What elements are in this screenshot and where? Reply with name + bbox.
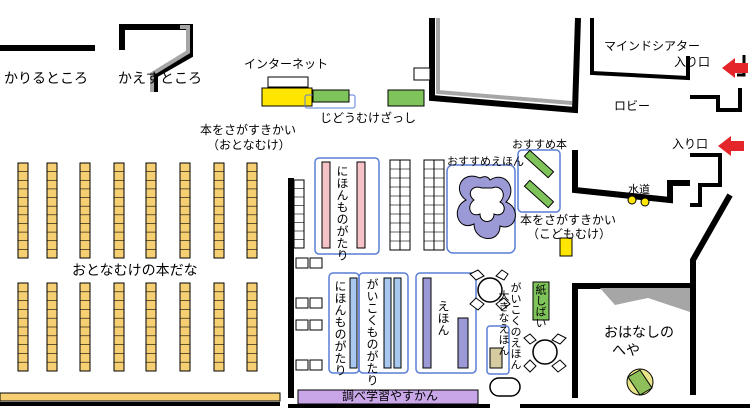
wall-lobby-top [429,17,581,114]
story-room-label: おはなしの [604,325,674,341]
foreign-shelf-2 [393,277,402,369]
mind-theater-entrance-label: 入り口 [674,55,711,69]
story-room-corner [600,288,690,312]
foreign-stories-area [358,272,409,374]
oval-table [489,377,521,397]
white-shelves [293,159,445,251]
japanese-shelf-1 [321,161,331,249]
entrance-label: 入り口 [672,137,709,151]
adult-shelves [17,162,258,372]
recommended-books-area [517,149,561,213]
foreign-picture-books-label: がいこくのえほん [509,282,522,370]
internet-pc [261,87,313,107]
story-room-label-2: へや [612,343,640,359]
wall-right-diagonal [690,193,733,395]
small-table [413,67,431,81]
adult-shelf [145,162,157,259]
adult-search-label-2: （おとなむけ） [207,138,291,152]
child-search-label: 本をさがすきかい [520,213,617,227]
water-fountain-label: 水道 [628,183,650,196]
wall-water [572,150,690,204]
child-search-label-2: （こどもむけ） [527,227,612,241]
recommended-picture-shelf [456,175,516,239]
entrance-arrow-icon [718,136,744,156]
adult-search-label: 本をさがすきかい [200,123,297,137]
mind-theater-label: マインドシアター [604,39,701,53]
table-2 [523,333,567,373]
water-fountain-1 [627,195,637,205]
adult-shelf [213,162,225,259]
big-picture-area [486,325,510,375]
adult-shelf [246,162,258,259]
internet-label: インターネット [244,57,329,71]
picture-shelf-1 [422,277,432,369]
foreign-shelf-1 [383,277,392,369]
japanese-stories-label: にほんものがたり [335,165,349,261]
pc-monitor [267,76,309,88]
study-room-bar [297,389,479,405]
borrow-place-label: かえすところ [118,71,202,87]
big-picture-shelf [489,347,503,369]
magazine-rack-2 [387,89,425,107]
wall-theater-right [737,55,746,77]
wall-entrance-bottom [690,153,722,207]
theater-arrow-icon [722,58,748,78]
adult-shelf [113,162,125,259]
japanese-stories-area [314,157,380,255]
water-fountain-2 [640,197,650,207]
recommended-rack-1 [523,149,555,179]
wall-shelf-divider [288,178,294,398]
adult-shelf [79,162,91,259]
recommended-rack-2 [523,179,555,209]
foreign-stories-label: がいこくものがたり [365,278,379,386]
wall-lobby-inner [436,18,573,105]
recommended-picture-area [446,164,516,254]
magazine-rack-1 [312,89,350,103]
children-magazines-label: じどうむけざっし [320,111,417,125]
adult-shelf [179,162,191,259]
lobby-label: ロビー [614,99,651,113]
recommended-picture-label: おすすめえほん [447,155,524,168]
child-search-pc [559,237,573,257]
wall-story-room [572,283,690,398]
picture-books-area [415,272,477,374]
story-room-mat [626,368,654,396]
recommended-books-label: おすすめ本 [512,138,567,151]
japanese-stories-label-2: にほんものがたり [333,280,347,376]
japanese-shelf-2 [356,161,366,249]
wall-corner-inner [150,25,190,92]
bottom-shelf [0,392,281,402]
adult-shelf [46,162,58,259]
picture-shelf-2 [457,317,469,369]
wall-theater [590,18,690,81]
study-room-label: 調べ学習やすかん [342,389,439,403]
picture-books-label: えほん [436,300,450,336]
return-place-label: かりるところ [4,71,88,87]
paper-theater-label: 紙しばい [534,284,547,328]
adult-shelves-label: おとなむけの本だな [72,263,198,279]
big-picture-books-label: 大きなえほん [497,290,510,356]
japanese-shelf-3 [349,277,358,369]
table-1 [469,269,511,311]
wall-entrance-top [690,88,742,112]
paper-theater-shelf [532,281,550,321]
adult-shelf [17,162,29,259]
wall-top-left [0,45,95,51]
chairs-left [295,257,323,371]
